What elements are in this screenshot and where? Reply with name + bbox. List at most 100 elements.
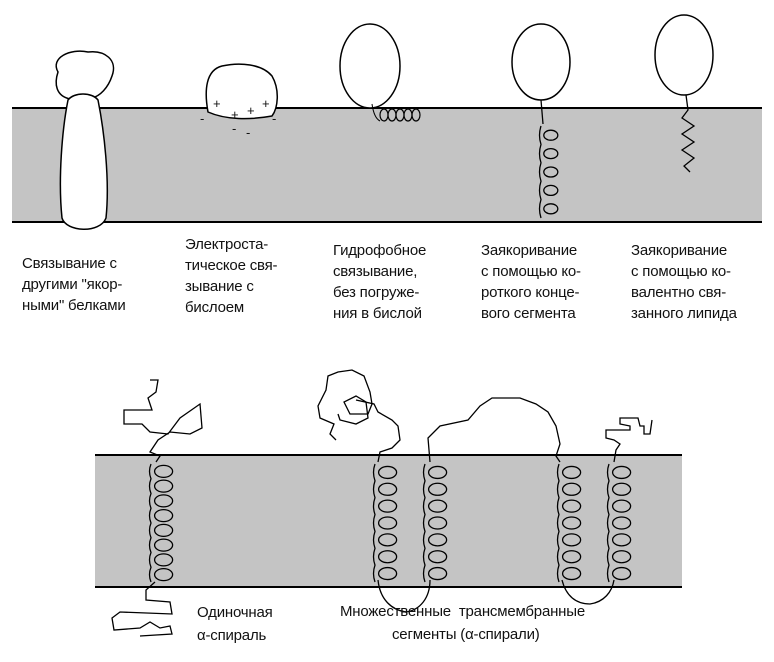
helix-turn — [153, 523, 174, 538]
multi-helix-intracellular-loop-1 — [377, 579, 431, 613]
label-line: Гидрофобное — [333, 242, 427, 259]
label-terminal-segment-anchoring: Заякоривание с помощью ко- роткого конце… — [481, 240, 581, 324]
helix-turn — [427, 550, 448, 564]
label-line: с помощью ко- — [631, 263, 731, 280]
label-line: ния в бислой — [333, 305, 422, 322]
helix-turn — [561, 516, 582, 530]
helix-turn — [561, 566, 582, 581]
terminal-segment-protein-globule — [511, 23, 571, 101]
helix-turn — [153, 464, 174, 479]
helix-turn — [543, 129, 559, 141]
label-multiple-segments-line2: сегменты (α-спирали) — [392, 626, 540, 643]
plus-charge: + — [231, 107, 239, 122]
helix-turn — [153, 553, 174, 567]
minus-charge: - — [200, 111, 205, 126]
anchor-protein-blob — [55, 50, 115, 100]
helix-turn — [153, 494, 174, 508]
helix-backbone — [606, 463, 610, 583]
label-line: ными" белками — [22, 297, 126, 314]
helix-turn — [377, 516, 398, 530]
label-electrostatic-binding: Электроста- тическое свя- зывание с бисл… — [185, 234, 278, 318]
helix-backbone — [422, 463, 426, 583]
helix-turn — [543, 203, 559, 215]
helix-turn — [561, 465, 582, 480]
label-line: Одиночная — [197, 604, 273, 621]
label-line: другими "якор- — [22, 276, 123, 293]
helix-turn — [611, 482, 632, 496]
label-line: валентно свя- — [631, 284, 727, 301]
helix-turn — [611, 550, 632, 564]
coil-turn — [411, 108, 421, 122]
single-helix-intracellular-chain — [111, 581, 173, 637]
minus-charge: - — [232, 121, 237, 136]
helix-turn — [377, 499, 398, 513]
multi-helix-c-terminal-chain — [605, 417, 653, 463]
helix-turn — [611, 465, 632, 480]
helix-turn — [427, 465, 448, 480]
helix-turn — [427, 533, 448, 547]
plus-charge: + — [262, 96, 270, 111]
multi-helix-loop-1 — [355, 399, 401, 463]
label-multiple-segments-line1: Множественные трансмембранные — [340, 603, 585, 620]
helix-turn — [377, 465, 398, 480]
label-line: вого сегмента — [481, 305, 576, 322]
label-line: бислоем — [185, 299, 244, 316]
hydrophobic-protein-globule — [339, 23, 401, 109]
helix-backbone — [538, 125, 542, 219]
multi-helix-n-terminal-chain — [317, 369, 373, 441]
minus-charge: - — [272, 111, 277, 126]
label-line: Электроста- — [185, 236, 269, 253]
electrostatic-protein — [205, 63, 278, 120]
helix-turn — [611, 499, 632, 513]
helix-turn — [153, 479, 174, 493]
label-line: занного липида — [631, 305, 737, 322]
label-line: зывание с — [185, 278, 254, 295]
helix-backbone — [372, 463, 376, 583]
helix-turn — [377, 482, 398, 496]
label-anchor-protein-binding: Связывание с другими "якор- ными" белкам… — [22, 253, 126, 316]
helix-turn — [611, 516, 632, 530]
helix-turn — [427, 499, 448, 513]
helix-turn — [153, 538, 174, 552]
bottom-membrane-bilayer — [95, 455, 682, 587]
helix-turn — [543, 147, 559, 160]
top-membrane-bilayer — [12, 108, 762, 222]
label-line: Заякоривание — [481, 242, 578, 259]
single-transmembrane-helix — [148, 463, 174, 583]
helix-turn — [561, 533, 582, 547]
label-line: тическое свя- — [185, 257, 278, 274]
label-line: с помощью ко- — [481, 263, 581, 280]
helix-turn — [611, 533, 632, 547]
plus-charge: + — [213, 96, 221, 111]
transmembrane-helix-2 — [422, 463, 448, 583]
transmembrane-helix-3 — [556, 463, 582, 583]
label-hydrophobic-binding: Гидрофобное связывание, без погруже- ния… — [333, 240, 426, 324]
transmembrane-helix-4 — [606, 463, 632, 583]
helix-turn — [561, 499, 582, 513]
helix-turn — [561, 482, 582, 496]
terminal-segment-linker — [540, 99, 544, 125]
helix-turn — [543, 166, 559, 178]
multi-helix-intracellular-loop-3 — [561, 579, 615, 605]
coil-linker — [371, 103, 381, 122]
helix-turn — [377, 533, 398, 547]
helix-turn — [543, 184, 559, 197]
label-lipid-anchoring: Заякоривание с помощью ко- валентно свя-… — [631, 240, 737, 324]
helix-turn — [611, 566, 632, 581]
helix-turn — [561, 550, 582, 564]
transmembrane-helix-1 — [372, 463, 398, 583]
label-single-helix: Одиночная α-спираль — [197, 601, 273, 647]
label-line: роткого конце- — [481, 284, 580, 301]
label-line: α-спираль — [197, 627, 267, 644]
helix-turn — [377, 550, 398, 564]
plus-charge: + — [247, 103, 255, 118]
generated-marks — [148, 103, 632, 583]
helix-turn — [427, 516, 448, 530]
multi-helix-extracellular-loop-2 — [427, 397, 561, 463]
terminal-segment-helix — [538, 125, 559, 219]
label-line: связывание, — [333, 263, 418, 280]
helix-backbone — [556, 463, 560, 583]
integral-anchor-protein — [59, 93, 109, 230]
